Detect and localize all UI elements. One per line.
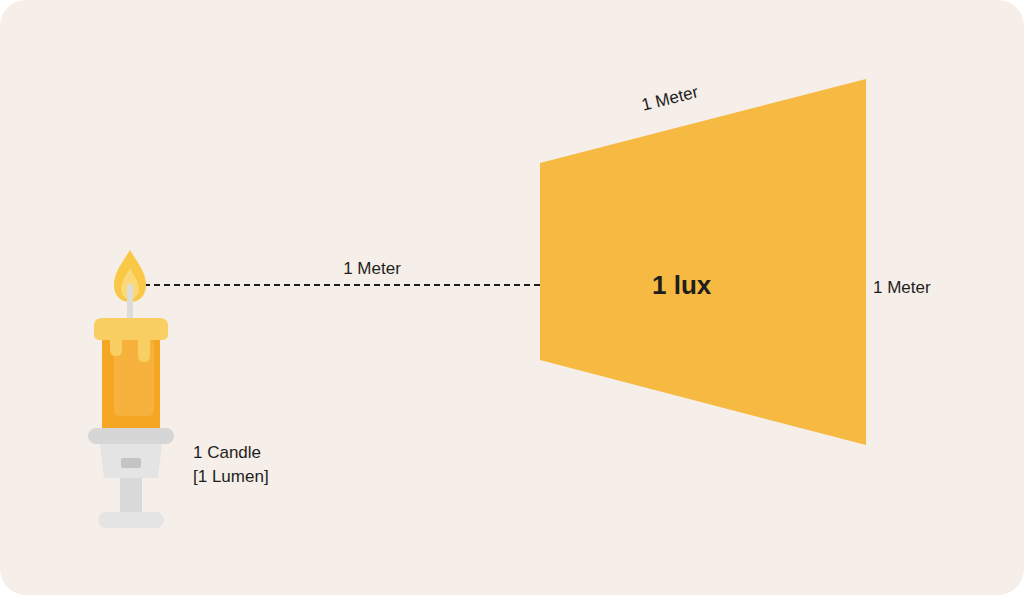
right-dimension: 1 Meter [873, 278, 931, 298]
surface-trapezoid: 1 lux [540, 79, 866, 445]
illuminated-surface [540, 79, 866, 445]
distance-label: 1 Meter [343, 259, 401, 279]
candle-label: 1 Candle [193, 443, 261, 463]
lumen-label: [1 Lumen] [193, 467, 269, 487]
candle-illustration [85, 245, 175, 535]
lux-value: 1 lux [652, 270, 711, 301]
candle-node: 1 Candle[1 Lumen] [85, 245, 175, 535]
